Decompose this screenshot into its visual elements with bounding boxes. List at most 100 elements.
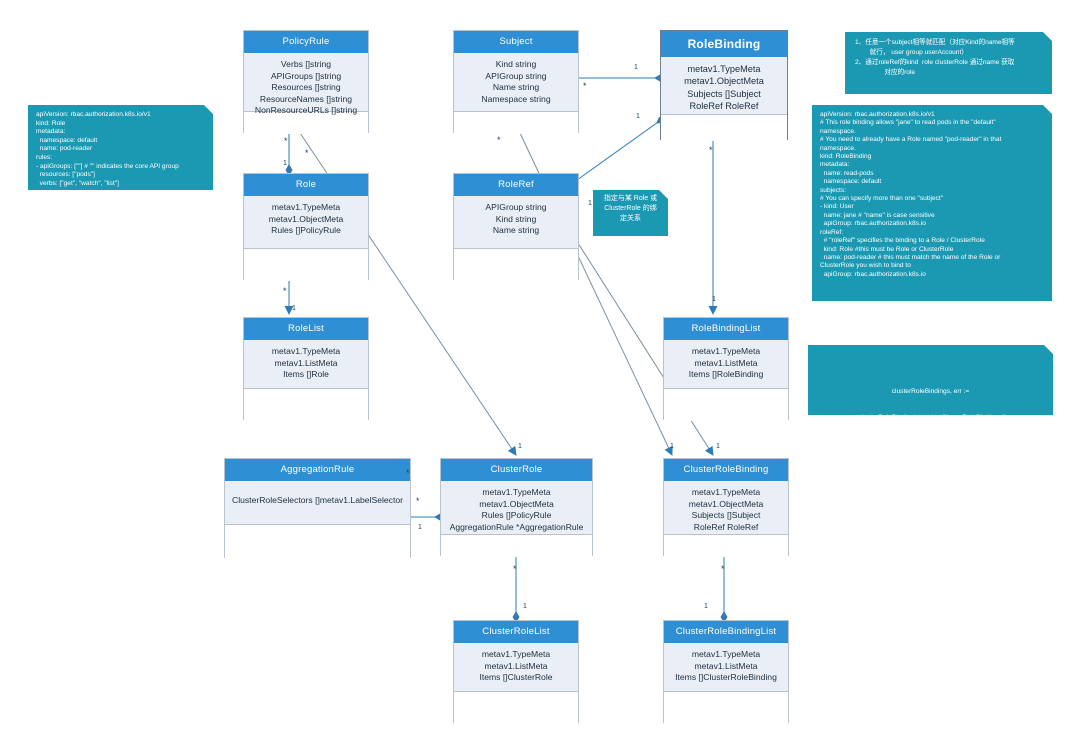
class-fields-role: metav1.TypeMeta metav1.ObjectMeta Rules … bbox=[244, 196, 368, 249]
class-methods-rolebinding bbox=[661, 115, 787, 141]
class-title-aggregationrule: AggregationRule bbox=[225, 459, 410, 481]
field: Name string bbox=[492, 225, 540, 236]
class-fields-aggregationrule: ClusterRoleSelectors []metav1.LabelSelec… bbox=[225, 481, 410, 525]
field: metav1.ObjectMeta bbox=[688, 498, 764, 509]
class-fields-roleref: APIGroup string Kind string Name string bbox=[454, 196, 578, 249]
code-line: clusterRoleBindings, err := bbox=[891, 388, 970, 396]
field: Subjects []Subject bbox=[687, 88, 761, 99]
code-line-spacer bbox=[816, 440, 1045, 446]
class-title-rolebinding: RoleBinding bbox=[661, 31, 787, 57]
class-methods-clusterrolebinding bbox=[664, 535, 788, 557]
field: metav1.TypeMeta bbox=[271, 346, 341, 356]
note-role-yaml: apiVersion: rbac.authorization.k8s.io/v1… bbox=[28, 105, 213, 190]
class-methods-rolelist bbox=[244, 389, 368, 421]
multiplicity-label: 1 bbox=[670, 443, 674, 450]
class-box-rolelist[interactable]: RoleList metav1.TypeMeta metav1.ListMeta… bbox=[243, 317, 369, 421]
field: metav1.TypeMeta bbox=[481, 649, 551, 659]
class-box-roleref[interactable]: RoleRef APIGroup string Kind string Name… bbox=[453, 173, 579, 281]
field: Name string bbox=[492, 82, 540, 93]
note-rolebinding-yaml: apiVersion: rbac.authorization.k8s.io/v1… bbox=[812, 105, 1052, 301]
multiplicity-label: 1 bbox=[588, 200, 592, 207]
class-title-role: Role bbox=[244, 174, 368, 196]
field: metav1.ListMeta bbox=[694, 660, 758, 671]
multiplicity-label: * bbox=[416, 496, 420, 506]
class-title-policyrule: PolicyRule bbox=[244, 31, 368, 53]
note-code-snippet: clusterRoleBindings, err := r.clusterRol… bbox=[808, 345, 1053, 415]
class-box-clusterrolebinding[interactable]: ClusterRoleBinding metav1.TypeMeta metav… bbox=[663, 458, 789, 557]
class-fields-clusterrole: metav1.TypeMeta metav1.ObjectMeta Rules … bbox=[441, 481, 592, 535]
class-fields-rolebinding: metav1.TypeMeta metav1.ObjectMeta Subjec… bbox=[661, 57, 787, 115]
multiplicity-label: * bbox=[284, 136, 288, 146]
multiplicity-label: * bbox=[497, 135, 501, 145]
field: Namespace string bbox=[481, 93, 551, 104]
class-methods-aggregationrule bbox=[225, 525, 410, 559]
class-box-clusterrolebindinglist[interactable]: ClusterRoleBindingList metav1.TypeMeta m… bbox=[663, 620, 789, 724]
multiplicity-label: * bbox=[406, 468, 410, 478]
class-fields-policyrule: Verbs []string APIGroups []string Resour… bbox=[244, 53, 368, 115]
class-methods-policyrule bbox=[244, 112, 368, 134]
class-box-clusterrolelist[interactable]: ClusterRoleList metav1.TypeMeta metav1.L… bbox=[453, 620, 579, 724]
class-box-aggregationrule[interactable]: AggregationRule ClusterRoleSelectors []m… bbox=[224, 458, 411, 559]
multiplicity-label: 1 bbox=[716, 443, 720, 450]
field: Verbs []string bbox=[280, 59, 332, 69]
code-line: subjectIndex, applies := appliesTo(user,… bbox=[825, 463, 1036, 471]
class-methods-rolebindinglist bbox=[664, 389, 788, 421]
multiplicity-label: * bbox=[709, 145, 713, 155]
class-methods-clusterrole bbox=[441, 535, 592, 557]
multiplicity-label: 1 bbox=[418, 524, 422, 531]
field: Items []ClusterRole bbox=[479, 672, 553, 683]
multiplicity-label: 1 bbox=[523, 603, 527, 610]
field: RoleRef RoleRef bbox=[689, 101, 759, 112]
class-methods-subject bbox=[454, 112, 578, 134]
multiplicity-label: * bbox=[305, 148, 309, 158]
class-methods-role bbox=[244, 249, 368, 281]
field: Items []RoleBinding bbox=[688, 369, 764, 380]
field: Rules []PolicyRule bbox=[481, 510, 552, 521]
field: Rules []PolicyRule bbox=[271, 225, 341, 236]
class-title-roleref: RoleRef bbox=[454, 174, 578, 196]
field: Kind string bbox=[495, 213, 537, 224]
multiplicity-label: 1 bbox=[712, 296, 716, 303]
multiplicity-label: * bbox=[721, 564, 725, 574]
field: Subjects []Subject bbox=[691, 510, 761, 521]
multiplicity-label: 1 bbox=[634, 64, 638, 71]
field: APIGroup string bbox=[485, 202, 547, 212]
note-roleref: 指定与某 Role 或 ClusterRole 的绑 定关系 bbox=[593, 190, 668, 236]
class-title-rolebindinglist: RoleBindingList bbox=[664, 318, 788, 340]
class-fields-clusterrolebinding: metav1.TypeMeta metav1.ObjectMeta Subjec… bbox=[664, 481, 788, 535]
class-methods-clusterrolebindinglist bbox=[664, 692, 788, 724]
code-line: rules, err := r.GetRoleReferenceRules(cl… bbox=[828, 512, 1033, 520]
field: AggregationRule *AggregationRule bbox=[449, 521, 584, 532]
class-box-subject[interactable]: Subject Kind string APIGroup string Name… bbox=[453, 30, 579, 134]
field: RoleRef RoleRef bbox=[693, 521, 759, 532]
class-fields-clusterrolebindinglist: metav1.TypeMeta metav1.ListMeta Items []… bbox=[664, 643, 788, 692]
class-title-clusterrolelist: ClusterRoleList bbox=[454, 621, 578, 643]
field: Kind string bbox=[495, 59, 537, 69]
field: metav1.TypeMeta bbox=[271, 202, 341, 212]
class-box-rolebinding[interactable]: RoleBinding metav1.TypeMeta metav1.Objec… bbox=[660, 30, 788, 141]
class-fields-clusterrolelist: metav1.TypeMeta metav1.ListMeta Items []… bbox=[454, 643, 578, 692]
class-fields-subject: Kind string APIGroup string Name string … bbox=[454, 53, 578, 112]
class-box-rolebindinglist[interactable]: RoleBindingList metav1.TypeMeta metav1.L… bbox=[663, 317, 789, 421]
class-box-policyrule[interactable]: PolicyRule Verbs []string APIGroups []st… bbox=[243, 30, 369, 134]
field: metav1.ListMeta bbox=[484, 660, 548, 671]
class-fields-rolelist: metav1.TypeMeta metav1.ListMeta Items []… bbox=[244, 340, 368, 389]
class-box-clusterrole[interactable]: ClusterRole metav1.TypeMeta metav1.Objec… bbox=[440, 458, 593, 557]
field: Items []ClusterRoleBinding bbox=[675, 672, 777, 683]
field: metav1.ObjectMeta bbox=[684, 76, 764, 87]
code-line: r.clusterRoleBindingLister.ListClusterRo… bbox=[855, 414, 1006, 422]
multiplicity-label: * bbox=[513, 564, 517, 574]
multiplicity-label: 1 bbox=[704, 603, 708, 610]
class-box-role[interactable]: Role metav1.TypeMeta metav1.ObjectMeta R… bbox=[243, 173, 369, 281]
field: metav1.TypeMeta bbox=[482, 487, 551, 497]
field: ResourceNames []string bbox=[259, 93, 353, 104]
field: Items []Role bbox=[283, 369, 329, 380]
class-methods-roleref bbox=[454, 249, 578, 281]
multiplicity-label: 1 bbox=[518, 443, 522, 450]
field: metav1.TypeMeta bbox=[687, 64, 761, 74]
field: APIGroup string bbox=[485, 70, 547, 81]
multiplicity-label: 1 bbox=[283, 160, 287, 167]
multiplicity-label: 1 bbox=[292, 305, 296, 312]
class-methods-clusterrolelist bbox=[454, 692, 578, 724]
